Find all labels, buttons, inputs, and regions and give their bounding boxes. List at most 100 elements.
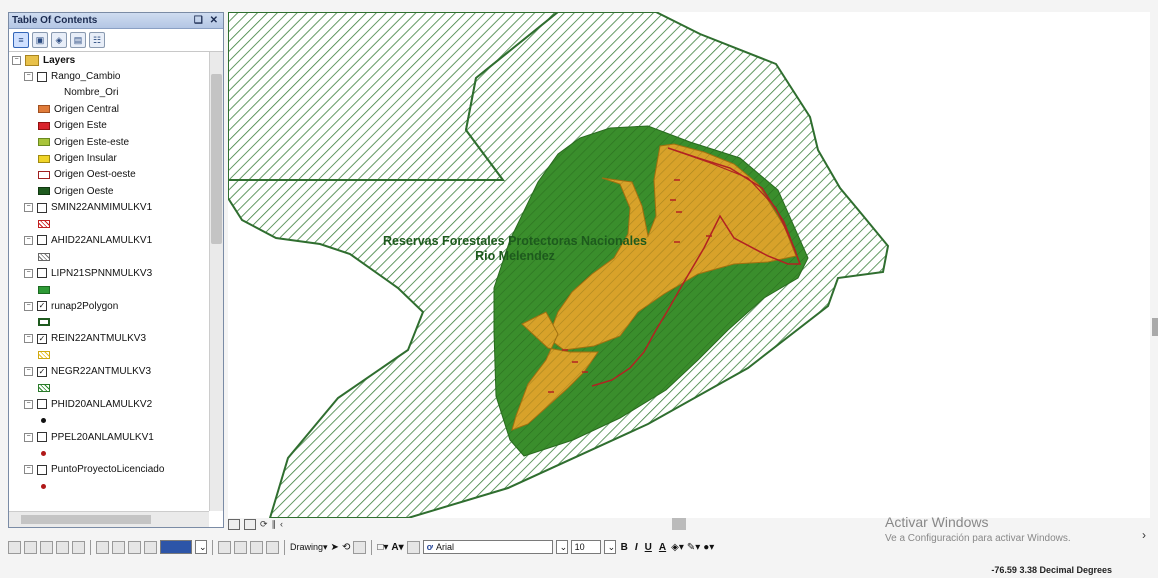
- layer-symbol-row: [12, 347, 209, 363]
- toc-title-bar[interactable]: Table Of Contents ❑ ✕: [9, 13, 223, 29]
- collapse-icon[interactable]: −: [24, 465, 33, 475]
- layer-row[interactable]: −✓NEGR22ANTMULKV3: [12, 363, 209, 379]
- legend-class-row: Origen Central: [12, 101, 209, 117]
- tool-icon[interactable]: [128, 540, 141, 554]
- collapse-icon[interactable]: −: [24, 203, 33, 213]
- underline-button[interactable]: U: [644, 541, 652, 553]
- italic-button[interactable]: I: [634, 541, 638, 553]
- legend-swatch: [38, 121, 50, 130]
- legend-field-heading: Nombre_Ori: [12, 85, 209, 101]
- line-color-icon[interactable]: ✎▾: [686, 541, 701, 553]
- rotate-icon[interactable]: ⟲: [341, 541, 351, 553]
- layer-row[interactable]: −✓ runap2Polygon: [12, 298, 209, 314]
- layer-visibility-checkbox[interactable]: [37, 202, 47, 213]
- fill-color-icon[interactable]: ◈▾: [671, 541, 684, 553]
- bold-button[interactable]: B: [620, 541, 628, 553]
- collapse-icon[interactable]: −: [24, 432, 33, 442]
- tool-icon[interactable]: [406, 540, 420, 554]
- map-vertical-scroll-thumb[interactable]: [1152, 318, 1158, 336]
- tool-icon[interactable]: [218, 540, 231, 554]
- layer-visibility-checkbox[interactable]: ✓: [37, 366, 47, 377]
- select-elements-icon[interactable]: ➤: [330, 541, 339, 553]
- list-by-drawing-order-icon[interactable]: ≡: [13, 32, 29, 48]
- layer-row[interactable]: −✓REIN22ANTMULKV3: [12, 331, 209, 347]
- layer-symbol-swatch: [38, 220, 50, 229]
- toc-horizontal-scrollbar[interactable]: [9, 511, 209, 527]
- drawing-menu-button[interactable]: Drawing▾: [290, 541, 328, 552]
- rectangle-icon[interactable]: □▾: [377, 541, 389, 553]
- layer-name: PuntoProyectoLicenciado: [51, 464, 165, 476]
- layer-visibility-checkbox[interactable]: ✓: [37, 301, 47, 312]
- layer-row[interactable]: − PuntoProyectoLicenciado: [12, 462, 209, 478]
- pause-icon[interactable]: ∥: [271, 518, 277, 529]
- list-by-visibility-icon[interactable]: ◈: [51, 32, 67, 48]
- tool-icon[interactable]: [40, 540, 53, 554]
- tool-icon[interactable]: [56, 540, 69, 554]
- tool-icon[interactable]: [250, 540, 263, 554]
- collapse-icon[interactable]: −: [24, 399, 33, 409]
- tool-icon[interactable]: [112, 540, 125, 554]
- tool-icon[interactable]: [72, 540, 85, 554]
- layer-row[interactable]: −Rango_Cambio: [12, 68, 209, 84]
- font-color-button[interactable]: A: [658, 541, 667, 553]
- collapse-icon[interactable]: −: [24, 268, 33, 278]
- layer-visibility-checkbox[interactable]: [37, 268, 47, 279]
- toc-vertical-scroll-thumb[interactable]: [211, 74, 222, 244]
- legend-class-label: Origen Central: [54, 103, 120, 115]
- layer-row[interactable]: −PPEL20ANLAMULKV1: [12, 429, 209, 445]
- list-by-selection-icon[interactable]: ▤: [70, 32, 86, 48]
- layer-row[interactable]: −SMIN22ANMIMULKV1: [12, 200, 209, 216]
- tool-icon[interactable]: [8, 540, 21, 554]
- collapse-icon[interactable]: −: [24, 334, 33, 344]
- layout-view-icon[interactable]: [244, 518, 256, 530]
- layer-visibility-checkbox[interactable]: ✓: [37, 333, 47, 344]
- options-icon[interactable]: ☷: [89, 32, 105, 48]
- chevron-right-icon[interactable]: ›: [1142, 528, 1146, 542]
- list-by-source-icon[interactable]: ▣: [32, 32, 48, 48]
- font-name-dropdown-icon[interactable]: ⌄: [555, 540, 568, 554]
- tool-icon[interactable]: [96, 540, 109, 554]
- layer-visibility-checkbox[interactable]: [37, 432, 47, 443]
- layer-row[interactable]: −PHID20ANLAMULKV2: [12, 396, 209, 412]
- dropdown-icon[interactable]: ⌄: [195, 540, 207, 554]
- font-size-dropdown-icon[interactable]: ⌄: [603, 540, 616, 554]
- legend-class-label: Origen Este-este: [54, 136, 130, 148]
- toc-horizontal-scroll-thumb[interactable]: [21, 515, 151, 524]
- collapse-icon[interactable]: −: [24, 235, 33, 245]
- data-view-icon[interactable]: [228, 518, 240, 530]
- legend-class-row: Origen Insular: [12, 150, 209, 166]
- tool-icon[interactable]: [24, 540, 37, 554]
- collapse-icon[interactable]: −: [12, 55, 21, 65]
- color-swatch-field[interactable]: [160, 540, 192, 554]
- layers-root[interactable]: − Layers: [12, 52, 209, 68]
- text-tool-icon[interactable]: A▾: [391, 541, 404, 553]
- map-scroll-thumb[interactable]: [672, 518, 686, 530]
- layer-symbol-row: [12, 281, 209, 297]
- layer-visibility-checkbox[interactable]: [37, 71, 47, 82]
- layer-name: runap2Polygon: [51, 300, 119, 312]
- legend-swatch: [38, 105, 50, 114]
- font-size-select[interactable]: 10: [570, 540, 601, 554]
- font-size-value: 10: [574, 542, 585, 552]
- marker-color-icon[interactable]: ●▾: [703, 541, 715, 553]
- map-display[interactable]: Reservas Forestales Protectoras Nacional…: [228, 12, 1150, 518]
- refresh-icon[interactable]: ⟳: [260, 518, 268, 529]
- collapse-icon[interactable]: −: [24, 301, 33, 311]
- collapse-icon[interactable]: −: [24, 72, 33, 82]
- tool-icon[interactable]: [266, 540, 279, 554]
- red-dash-marks: [548, 179, 712, 393]
- layer-visibility-checkbox[interactable]: [37, 464, 47, 475]
- layer-row[interactable]: −AHID22ANLAMULKV1: [12, 232, 209, 248]
- tool-icon[interactable]: [144, 540, 157, 554]
- tool-icon[interactable]: [234, 540, 247, 554]
- layer-visibility-checkbox[interactable]: [37, 399, 47, 410]
- toc-vertical-scrollbar[interactable]: [209, 52, 223, 511]
- font-name-select[interactable]: ơ Arial: [422, 540, 553, 554]
- layer-row[interactable]: −LIPN21SPNNMULKV3: [12, 265, 209, 281]
- layer-symbol-swatch: [38, 384, 50, 392]
- scroll-left-icon[interactable]: ‹: [280, 519, 284, 529]
- toc-window-controls[interactable]: ❑ ✕: [193, 15, 220, 26]
- tool-icon[interactable]: [353, 540, 367, 554]
- collapse-icon[interactable]: −: [24, 367, 33, 377]
- layer-visibility-checkbox[interactable]: [37, 235, 47, 246]
